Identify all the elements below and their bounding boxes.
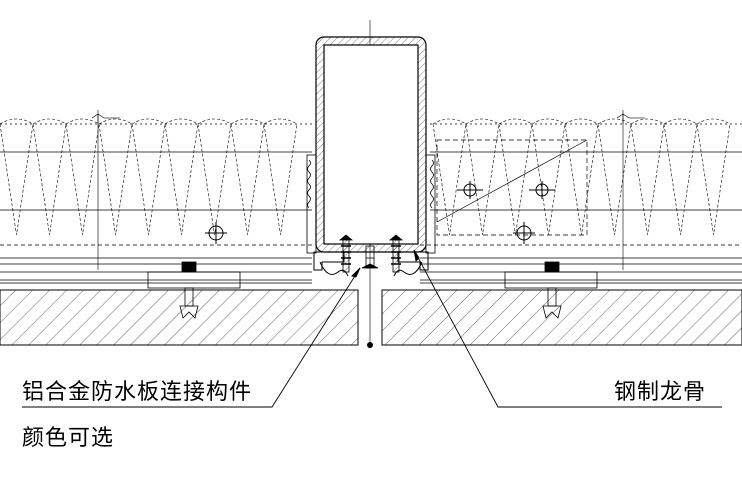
concrete-slab-left [0,289,359,346]
reference-marker-left [91,113,120,124]
insulation-fiber-pattern [0,118,298,236]
screw-center [361,245,379,269]
screw-right [388,234,404,273]
steel-keel-box [315,36,427,253]
leader-line-right [413,249,722,408]
insulation-right [430,123,742,236]
anchor-bolt-left [147,261,241,319]
leader-line-left [22,267,361,408]
insulation-zigzag [0,118,731,236]
concrete-slab-right [381,289,742,346]
label-color-optional: 颜色可选 [22,426,115,451]
centerline-end-marker [367,342,373,348]
reference-marker-right [616,113,645,124]
aluminum-connector [313,251,429,277]
insulation-fiber-pattern [432,118,731,236]
fastener-symbols [205,181,555,244]
screw-left [338,234,354,273]
label-aluminum-connector: 铝合金防水板连接构件 [22,380,253,405]
base-layers-right [420,209,742,284]
anchor-bolt-right [504,261,598,319]
insulation-left [0,123,312,153]
label-steel-keel: 钢制龙骨 [614,380,707,405]
keel-side-flanges [306,154,436,254]
